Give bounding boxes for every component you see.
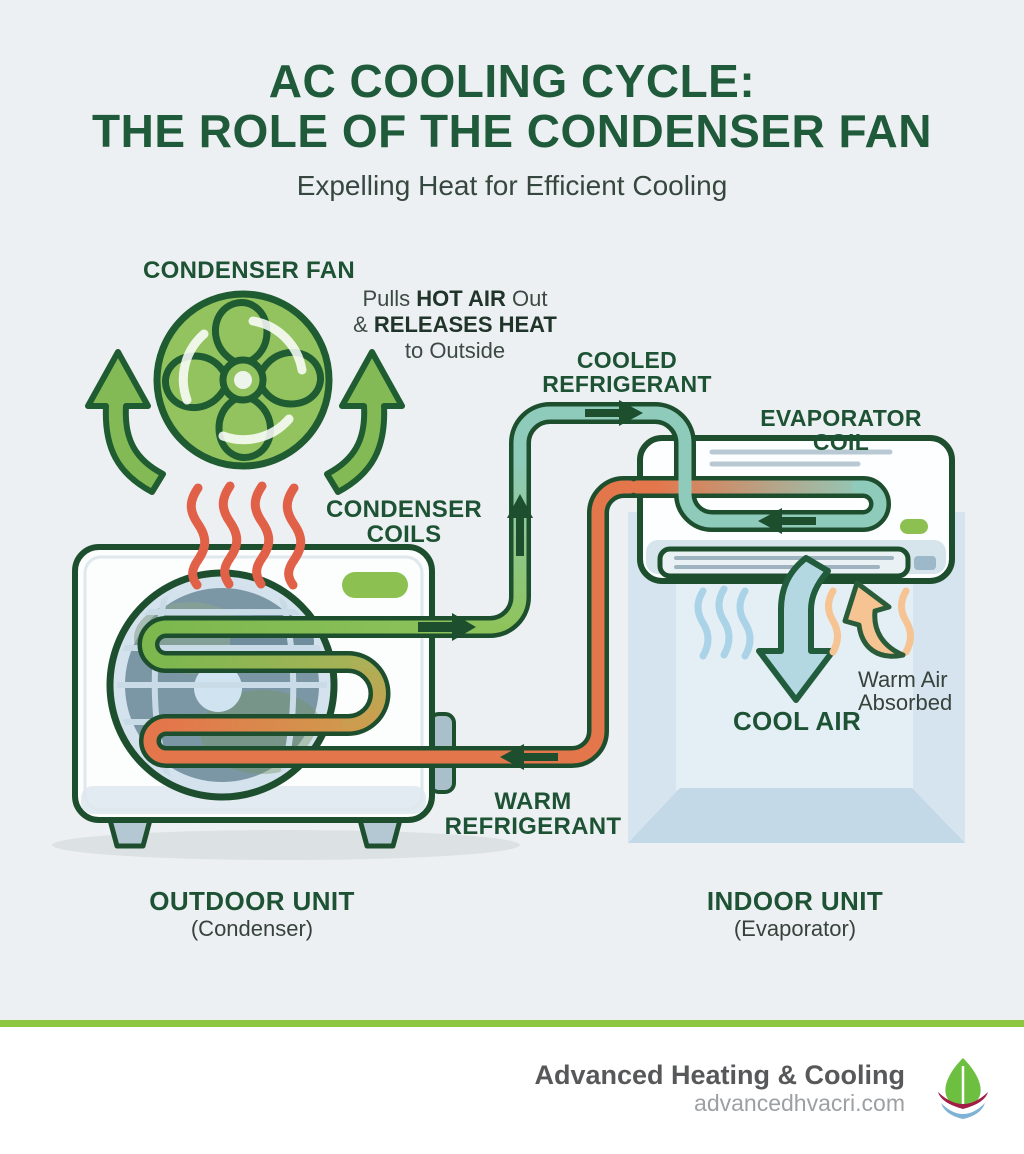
- pipe-flow-arrows: [418, 400, 816, 770]
- outdoor-unit-illustration: [72, 544, 456, 849]
- condenser-coils-line2: COILS: [366, 521, 442, 549]
- warm-refrigerant-label: WARM REFRIGERANT: [445, 789, 622, 840]
- warm-air-line2: Absorbed: [858, 690, 953, 716]
- outdoor-unit-sublabel: (Condenser): [190, 916, 314, 941]
- cooled-refrigerant-line1: COOLED: [576, 347, 678, 373]
- footer-website: advancedhvacri.com: [694, 1090, 905, 1116]
- footer-strip: [0, 1020, 1024, 1154]
- cool-air-waves-icon: [694, 585, 754, 660]
- cooled-refrigerant-line2: REFRIGERANT: [542, 371, 712, 398]
- refrigerant-pipe-loop: [137, 400, 891, 770]
- condenser-fan-icon: [153, 290, 333, 470]
- warm-air-absorbed-label: Warm Air Absorbed: [858, 668, 952, 714]
- indoor-unit-sublabel: (Evaporator): [733, 916, 857, 941]
- evaporator-coil-label: EVAPORATOR COIL: [760, 405, 922, 456]
- page-title-line2: THE ROLE OF THE CONDENSER FAN: [92, 105, 932, 157]
- cool-air-arrow-icon: [756, 555, 836, 703]
- page-title-line1: AC COOLING CYCLE:: [268, 55, 756, 107]
- cool-air-label: COOL AIR: [732, 706, 862, 736]
- condenser-fan-label: CONDENSER FAN: [143, 257, 355, 284]
- fan-note-out: Out: [512, 286, 548, 311]
- fan-note-releases-heat: RELEASES HEAT: [373, 312, 557, 337]
- warm-refrigerant-line2: REFRIGERANT: [444, 813, 622, 841]
- page-subtitle: Expelling Heat for Efficient Cooling: [296, 170, 728, 201]
- outdoor-unit-label: OUTDOOR UNIT: [149, 886, 355, 916]
- warm-air-line1: Warm Air: [858, 667, 948, 692]
- warm-air-waves-icon: [825, 587, 914, 656]
- footer-divider: [0, 1020, 1024, 1027]
- warm-refrigerant-line1: WARM: [494, 788, 572, 815]
- heat-waves-icon: [186, 481, 306, 590]
- fan-note-pulls: Pulls: [362, 286, 411, 311]
- cooled-refrigerant-label: COOLED REFRIGERANT: [542, 348, 711, 397]
- fan-note-amp: &: [353, 312, 368, 337]
- warm-air-absorbed-arrow-icon: [842, 580, 906, 659]
- indoor-unit-label: INDOOR UNIT: [706, 886, 884, 916]
- footer-brand: Advanced Heating & Cooling: [534, 1060, 905, 1090]
- fan-note: Pulls HOT AIR Out & RELEASES HEAT to Out…: [340, 286, 570, 364]
- hot-air-up-arrows-icon: [85, 349, 405, 495]
- condenser-coils-label: CONDENSER COILS: [326, 497, 482, 548]
- company-logo-icon: [938, 1058, 988, 1119]
- fan-note-to-outside: to Outside: [404, 338, 506, 363]
- outdoor-unit-shadow: [52, 830, 520, 860]
- condenser-coils-line1: CONDENSER: [325, 496, 483, 523]
- fan-note-hot-air: HOT AIR: [416, 286, 506, 311]
